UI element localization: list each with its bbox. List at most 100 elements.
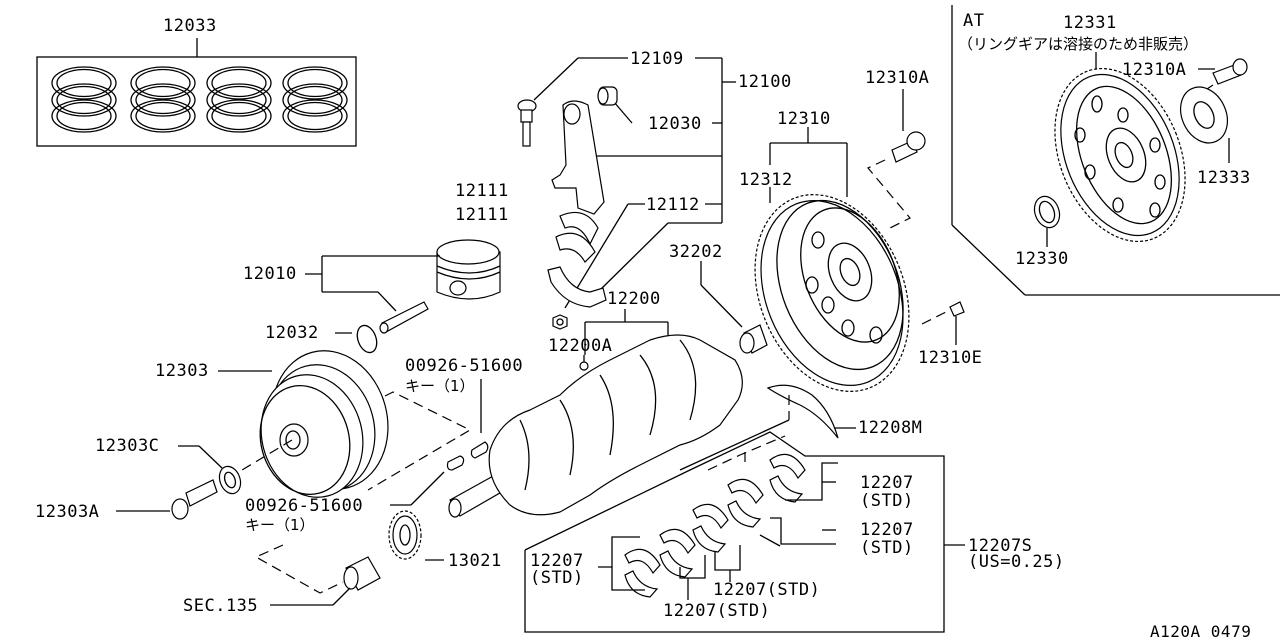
flywheel-leaders <box>769 89 911 229</box>
label-12200[interactable]: 12200 <box>607 289 661 309</box>
main-bearing-shell <box>692 503 729 530</box>
label-12032[interactable]: 12032 <box>265 323 319 343</box>
piston-ring <box>51 83 117 117</box>
piston-ring <box>56 101 112 131</box>
label-key-bottom-number[interactable]: 00926-51600 <box>245 496 364 516</box>
label-12111-a[interactable]: 12111 <box>455 181 509 201</box>
label-12331[interactable]: 12331 <box>1063 13 1117 33</box>
label-12310A-at[interactable]: 12310A <box>1122 60 1187 80</box>
label-12207S[interactable]: 12207S <box>968 536 1033 556</box>
main-bearing-shell <box>769 453 806 480</box>
label-12207-m2[interactable]: 12207(STD) <box>663 601 771 621</box>
piston-ring <box>211 85 267 115</box>
pilot-bushing-leader <box>700 261 743 328</box>
woodruff-key-bottom[interactable] <box>446 455 465 471</box>
sec135-part[interactable] <box>343 556 381 591</box>
label-12207-r2-std: (STD) <box>860 538 914 558</box>
label-12310E[interactable]: 12310E <box>918 348 983 368</box>
label-12109[interactable]: 12109 <box>630 49 684 69</box>
label-12303C[interactable]: 12303C <box>95 436 160 456</box>
piston-ring-set[interactable] <box>36 38 357 147</box>
woodruff-key-top[interactable] <box>470 441 489 459</box>
label-12207-m1[interactable]: 12207(STD) <box>713 580 821 600</box>
crankshaft-leaders <box>583 309 669 362</box>
piston-ring <box>282 83 348 117</box>
piston-ring <box>211 68 267 98</box>
label-12310A[interactable]: 12310A <box>865 68 930 88</box>
label-12330[interactable]: 12330 <box>1015 249 1069 269</box>
label-32202[interactable]: 32202 <box>669 242 723 262</box>
flywheel-dowel[interactable] <box>949 301 965 317</box>
pilot-bushing[interactable] <box>739 324 768 354</box>
reinforcement-plate[interactable] <box>1172 79 1236 150</box>
main-bearing-shell <box>659 528 696 555</box>
piston-ring <box>135 68 191 98</box>
label-12112[interactable]: 12112 <box>646 195 700 215</box>
label-12303[interactable]: 12303 <box>155 361 209 381</box>
drive-plate[interactable] <box>1031 49 1210 261</box>
label-12207-r2[interactable]: 12207 <box>860 520 914 540</box>
main-bearing-shell <box>659 550 694 578</box>
snap-ring[interactable] <box>335 323 380 355</box>
piston-ring <box>135 85 191 115</box>
piston-ring <box>51 66 117 100</box>
flywheel[interactable] <box>727 171 937 414</box>
conrod-nut[interactable] <box>552 314 568 330</box>
piston-ring <box>56 85 112 115</box>
flywheel-bolt[interactable] <box>891 131 926 163</box>
conrod-bolt[interactable] <box>517 99 537 147</box>
label-12333[interactable]: 12333 <box>1197 168 1251 188</box>
conrod-bearing-lower[interactable] <box>555 232 596 263</box>
label-12303A[interactable]: 12303A <box>35 502 100 522</box>
thrust-washer-leader <box>679 395 856 471</box>
crankshaft[interactable] <box>448 334 743 518</box>
piston[interactable] <box>436 239 501 300</box>
label-12100[interactable]: 12100 <box>738 72 792 92</box>
at-spacer[interactable] <box>1030 193 1063 231</box>
washer-12303C-leader <box>178 445 223 469</box>
label-sec135[interactable]: SEC.135 <box>183 596 259 616</box>
piston-ring-stack <box>206 66 272 133</box>
pulley-bolt[interactable] <box>116 479 218 520</box>
label-12010[interactable]: 12010 <box>243 264 297 284</box>
label-12310[interactable]: 12310 <box>777 109 831 129</box>
piston-leaders <box>305 255 440 312</box>
label-key-top-number[interactable]: 00926-51600 <box>405 356 524 376</box>
thrust-washer[interactable] <box>766 384 839 439</box>
piston-ring <box>130 66 196 100</box>
piston-ring <box>130 83 196 117</box>
sec135-leader <box>270 587 351 606</box>
label-12207-r1[interactable]: 12207 <box>860 473 914 493</box>
piston-ring <box>282 66 348 100</box>
label-12111-b[interactable]: 12111 <box>455 205 509 225</box>
main-bearing-shell <box>727 500 762 528</box>
pulley-washer[interactable] <box>216 463 244 496</box>
label-12207-l-std: (STD) <box>530 568 584 588</box>
at-bolt[interactable] <box>1212 58 1248 85</box>
piston-ring <box>56 68 112 98</box>
label-12207-l[interactable]: 12207 <box>530 551 584 571</box>
label-12312[interactable]: 12312 <box>739 170 793 190</box>
piston-ring <box>211 101 267 131</box>
at-section-note: （リングギアは溶接のため非販売） <box>958 35 1199 53</box>
piston-ring <box>287 101 343 131</box>
label-12030[interactable]: 12030 <box>648 114 702 134</box>
crank-pulley[interactable] <box>248 338 404 509</box>
piston-pin[interactable] <box>379 301 429 334</box>
piston-ring <box>282 99 348 133</box>
label-12033[interactable]: 12033 <box>163 16 217 36</box>
label-12200A[interactable]: 12200A <box>548 336 613 356</box>
conrod-bushing[interactable] <box>597 86 618 106</box>
main-bearing-shell <box>624 570 659 598</box>
label-12207-r1-std: (STD) <box>860 491 914 511</box>
label-key-top-qty: キー（1） <box>405 377 475 395</box>
label-13021[interactable]: 13021 <box>448 551 502 571</box>
conrod-cap[interactable] <box>547 266 607 308</box>
crank-sprocket[interactable] <box>388 510 422 560</box>
main-bearings[interactable] <box>624 453 806 598</box>
label-12208M[interactable]: 12208M <box>858 418 923 438</box>
piston-ring <box>135 101 191 131</box>
key-bottom-leader <box>390 471 445 506</box>
connecting-rod[interactable] <box>551 100 605 215</box>
